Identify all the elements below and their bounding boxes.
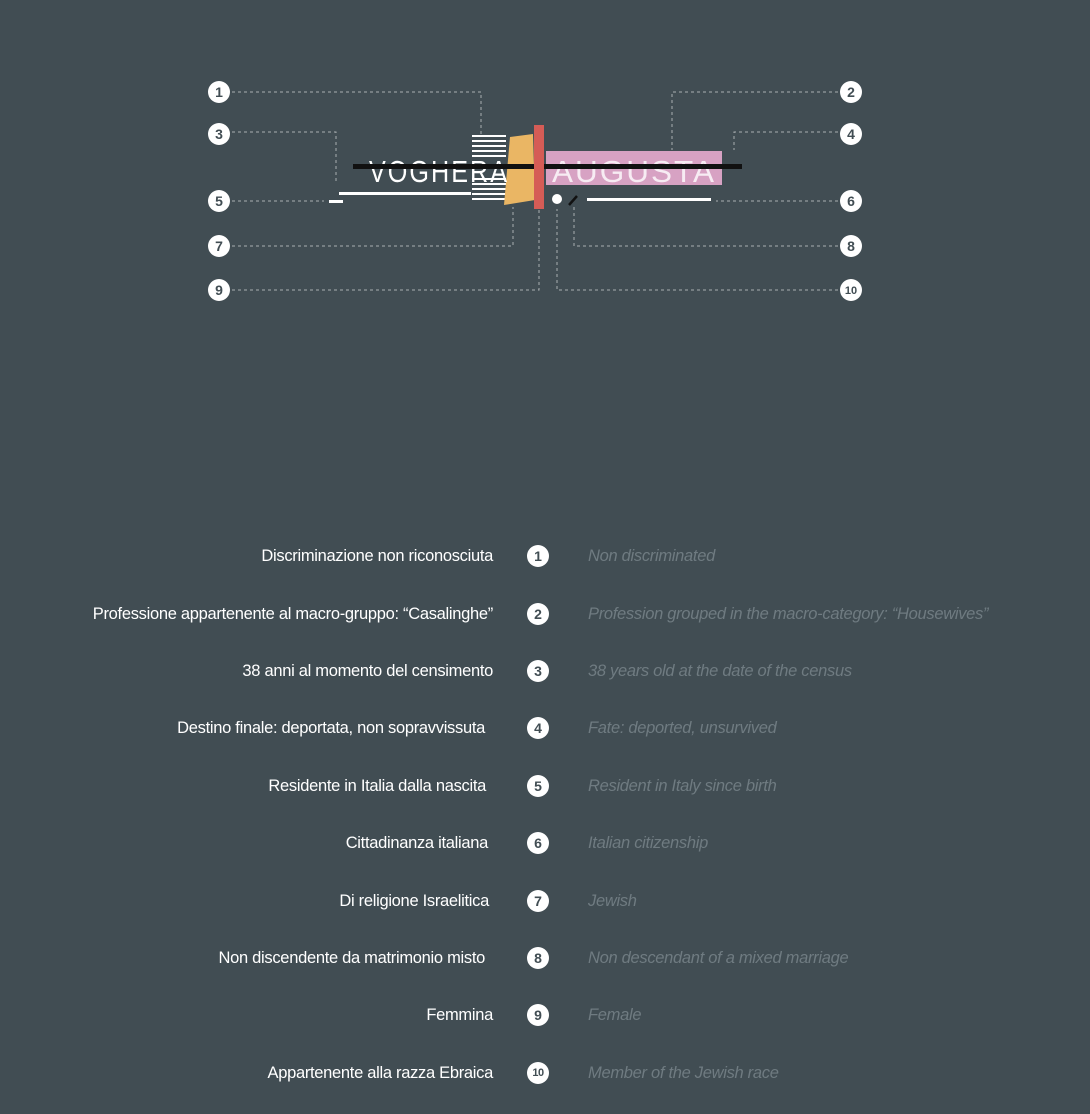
- person-glyph-diagram: VOGHERA AUGUSTA 1 2 3 4 5 6 7 8 9 10: [208, 81, 862, 301]
- legend-italian: Appartenente alla razza Ebraica: [267, 1064, 493, 1082]
- legend-number-badge: 2: [527, 603, 549, 625]
- legend-row-5: Residente in Italia dalla nascita 5 Resi…: [0, 771, 1090, 801]
- callout-4: 4: [840, 123, 862, 145]
- svg-text:8: 8: [847, 238, 855, 254]
- legend-english: Non descendant of a mixed marriage: [588, 949, 849, 967]
- legend-italian: Femmina: [426, 1006, 493, 1024]
- svg-text:7: 7: [215, 238, 223, 254]
- white-baseline-left: [339, 192, 471, 195]
- callout-3: 3: [208, 123, 230, 145]
- legend-english: Italian citizenship: [588, 834, 708, 852]
- legend-number-badge: 1: [527, 545, 549, 567]
- legend-italian: Non discendente da matrimonio misto: [218, 949, 486, 967]
- red-bar: [534, 125, 544, 209]
- leader-lines: [232, 91, 838, 291]
- white-baseline-right: [587, 198, 711, 201]
- legend-row-10: Appartenente alla razza Ebraica 10 Membe…: [0, 1058, 1090, 1088]
- black-strike-line: [353, 164, 742, 169]
- legend-english: 38 years old at the date of the census: [588, 662, 852, 680]
- callout-10: 10: [840, 279, 862, 301]
- legend-number-badge: 10: [527, 1062, 549, 1084]
- svg-text:4: 4: [847, 126, 855, 142]
- svg-text:3: 3: [215, 126, 223, 142]
- legend-italian: Discriminazione non riconosciuta: [261, 547, 493, 565]
- svg-text:2: 2: [847, 84, 855, 100]
- legend-row-2: Professione appartenente al macro-gruppo…: [0, 599, 1090, 629]
- legend-row-6: Cittadinanza italiana 6 Italian citizens…: [0, 828, 1090, 858]
- callout-7: 7: [208, 235, 230, 257]
- legend-number-badge: 5: [527, 775, 549, 797]
- leader-line-3: [232, 131, 337, 184]
- first-name-text: AUGUSTA: [552, 154, 716, 189]
- legend-italian: Residente in Italia dalla nascita: [268, 777, 486, 795]
- legend-english: Jewish: [588, 892, 637, 910]
- legend-number-badge: 7: [527, 890, 549, 912]
- white-dot: [552, 194, 562, 204]
- legend-english: Resident in Italy since birth: [588, 777, 777, 795]
- striped-block: [472, 135, 506, 200]
- legend-english: Fate: deported, unsurvived: [588, 719, 777, 737]
- legend-number-badge: 9: [527, 1004, 549, 1026]
- legend-italian: Di religione Israelitica: [339, 892, 489, 910]
- leader-line-2: [671, 91, 838, 150]
- leader-line-8: [573, 207, 838, 247]
- black-slash: [568, 195, 578, 206]
- legend-row-3: 38 anni al momento del censimento 3 38 y…: [0, 656, 1090, 686]
- callout-6: 6: [840, 190, 862, 212]
- leader-line-4: [733, 131, 838, 150]
- svg-text:9: 9: [215, 282, 223, 298]
- legend-italian: Professione appartenente al macro-gruppo…: [92, 605, 494, 623]
- ochre-block: [504, 134, 535, 205]
- legend-italian: Cittadinanza italiana: [345, 834, 489, 852]
- white-tick-left: [329, 200, 343, 203]
- legend-row-4: Destino finale: deportata, non sopravvis…: [0, 713, 1090, 743]
- callout-2: 2: [840, 81, 862, 103]
- legend-row-9: Femmina 9 Female: [0, 1000, 1090, 1030]
- callout-9: 9: [208, 279, 230, 301]
- callout-8: 8: [840, 235, 862, 257]
- leader-line-10: [556, 209, 838, 291]
- leader-line-9: [232, 209, 540, 291]
- legend-english: Member of the Jewish race: [588, 1064, 779, 1082]
- callout-5: 5: [208, 190, 230, 212]
- svg-text:1: 1: [215, 84, 223, 100]
- legend-english: Non discriminated: [588, 547, 715, 565]
- callouts: 1 2 3 4 5 6 7 8 9 10: [208, 81, 862, 301]
- legend-number-badge: 3: [527, 660, 549, 682]
- callout-1: 1: [208, 81, 230, 103]
- svg-text:6: 6: [847, 193, 855, 209]
- leader-line-7: [232, 207, 514, 247]
- leader-line-1: [232, 91, 482, 135]
- legend-english: Profession grouped in the macro-category…: [588, 605, 989, 623]
- legend-row-8: Non discendente da matrimonio misto 8 No…: [0, 943, 1090, 973]
- surname-text: VOGHERA: [369, 154, 509, 189]
- legend-english: Female: [588, 1006, 642, 1024]
- legend-italian: Destino finale: deportata, non sopravvis…: [177, 719, 485, 737]
- legend-number-badge: 4: [527, 717, 549, 739]
- legend-row-1: Discriminazione non riconosciuta 1 Non d…: [0, 541, 1090, 571]
- legend-number-badge: 8: [527, 947, 549, 969]
- legend-italian: 38 anni al momento del censimento: [242, 662, 493, 680]
- svg-text:10: 10: [845, 285, 857, 297]
- legend-number-badge: 6: [527, 832, 549, 854]
- svg-text:5: 5: [215, 193, 223, 209]
- legend-row-7: Di religione Israelitica 7 Jewish: [0, 886, 1090, 916]
